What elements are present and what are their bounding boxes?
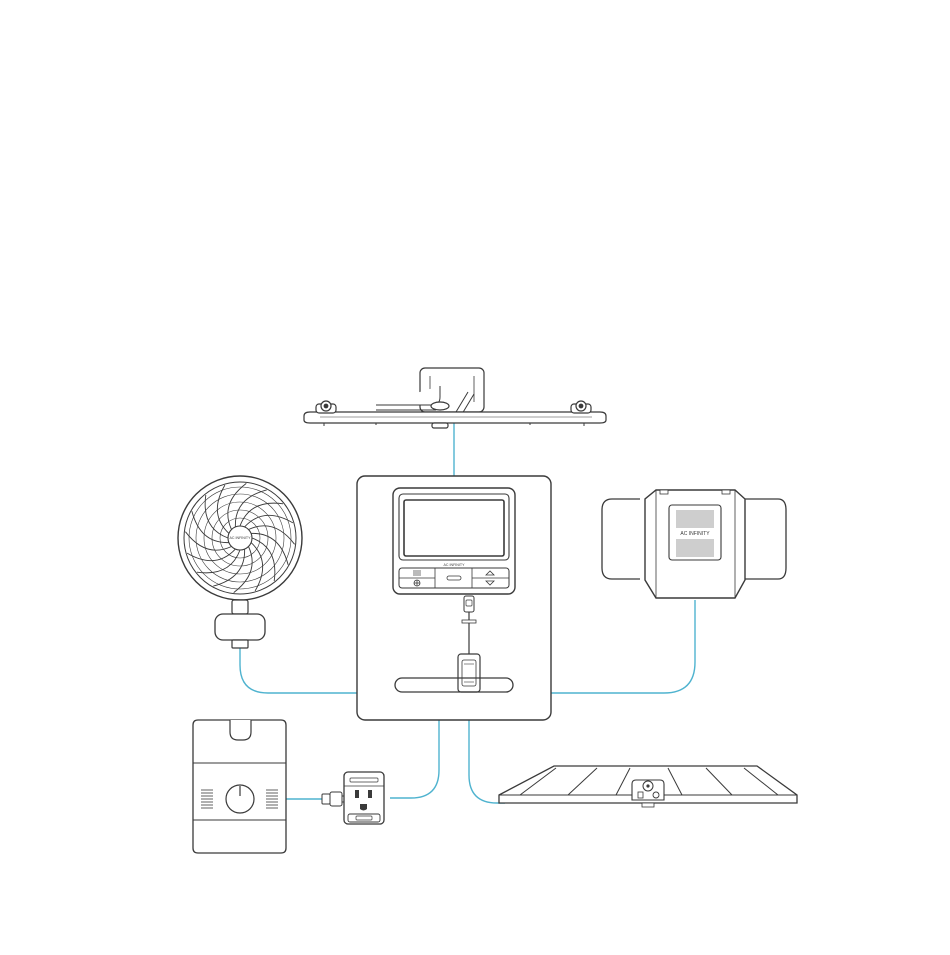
outlet-adapter xyxy=(322,772,384,824)
duct-right xyxy=(745,499,786,579)
cable-inline-fan xyxy=(551,600,695,693)
heater-handle xyxy=(230,720,251,740)
controller: AC INFINITY xyxy=(357,476,551,720)
cable-bar-light xyxy=(469,720,505,803)
cable-clip-fan xyxy=(240,648,357,693)
inline-fan: AC INFINITY xyxy=(602,490,786,598)
bar-grow-light xyxy=(499,766,797,807)
clip-fan-brand: AC INFINITY xyxy=(230,536,252,540)
inline-fan-brand: AC INFINITY xyxy=(680,531,710,537)
top-grow-light xyxy=(304,368,606,428)
controller-brand: AC INFINITY xyxy=(444,563,466,567)
top-light-panel xyxy=(304,412,606,423)
clip-fan: AC INFINITY xyxy=(178,476,302,648)
heater xyxy=(193,720,286,853)
heater-plug xyxy=(322,792,346,806)
fan-clip xyxy=(215,614,265,640)
settings-icon[interactable] xyxy=(414,580,420,586)
cable-outlet xyxy=(390,720,439,798)
controller-screen xyxy=(404,500,504,556)
duct-left xyxy=(602,499,640,579)
